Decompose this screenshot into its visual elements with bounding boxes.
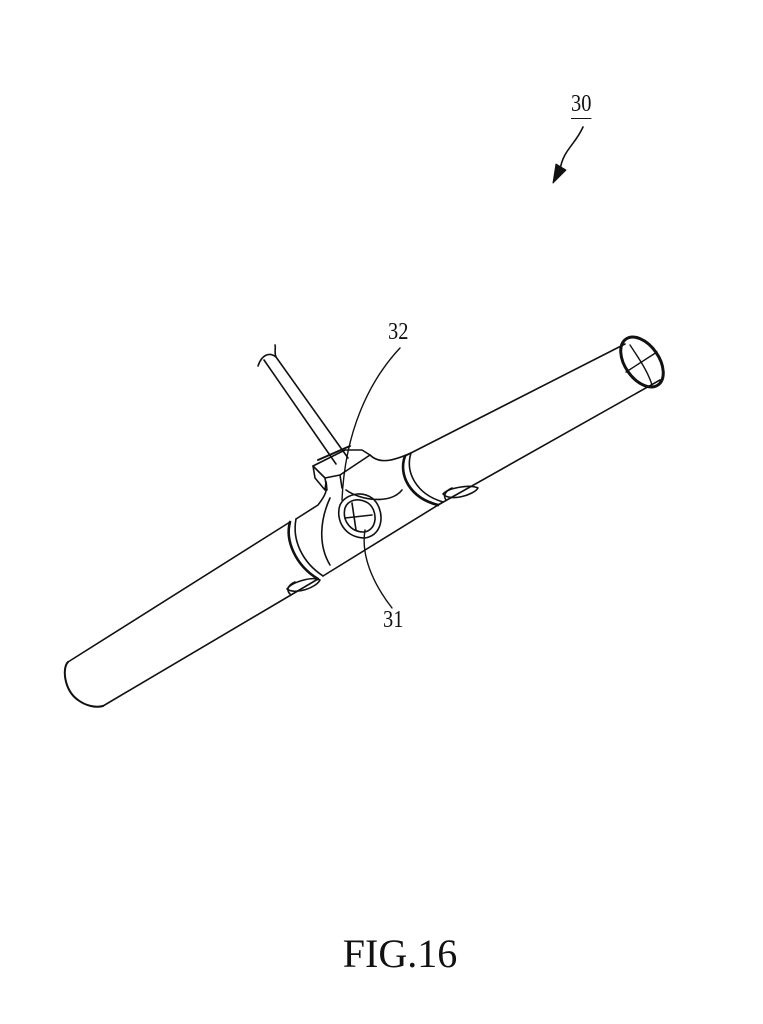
ref-label-32: 32 — [388, 319, 409, 345]
rod — [257, 344, 349, 465]
main-tube — [63, 343, 661, 708]
leader-line-32 — [341, 347, 401, 501]
ref-label-30: 30 — [571, 91, 592, 119]
clip-left — [286, 577, 321, 595]
ref-label-31: 31 — [383, 607, 404, 633]
joint-sleeve — [287, 452, 444, 581]
clip-right — [442, 485, 479, 501]
figure-caption: FIG.16 — [342, 931, 458, 976]
leader-line-31 — [363, 529, 393, 609]
hole-31 — [338, 493, 382, 539]
leader-arrow-30 — [552, 126, 584, 184]
bracket-32 — [312, 445, 371, 491]
tube-open-end — [619, 335, 665, 389]
